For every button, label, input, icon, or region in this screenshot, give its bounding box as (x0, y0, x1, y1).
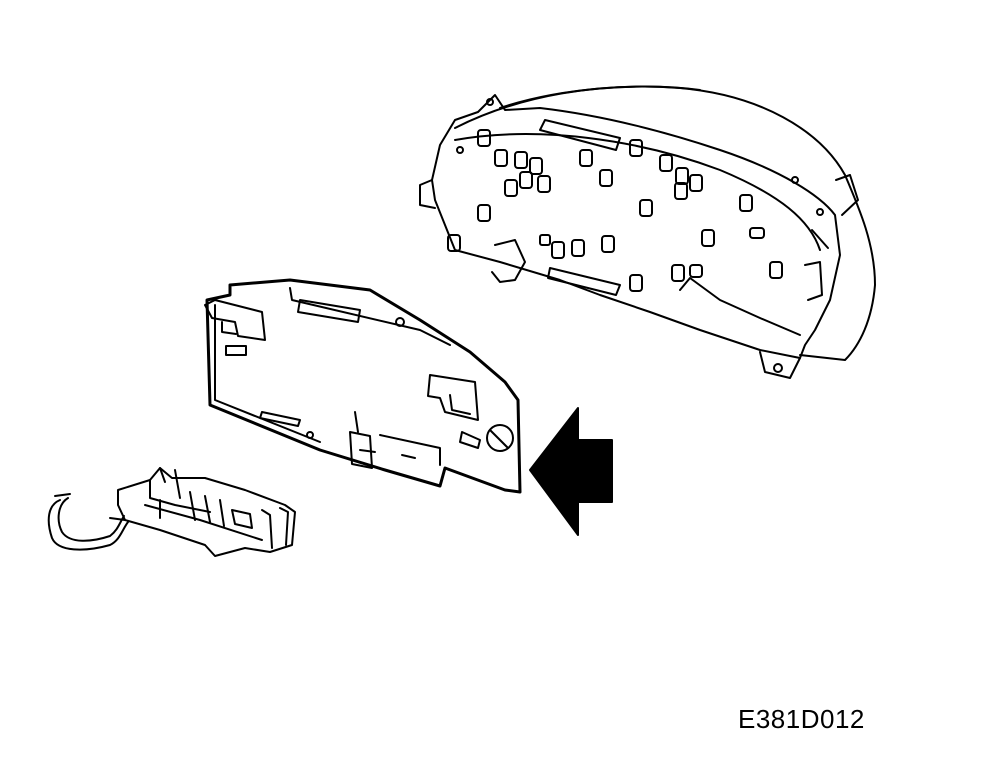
arrow-left-icon (529, 407, 613, 536)
circuit-board (204, 278, 522, 494)
connector-with-cable (47, 467, 296, 557)
bulb-sockets (447, 129, 783, 292)
instrument-cluster-housing (419, 85, 876, 379)
figure-code: E381D012 (738, 704, 865, 734)
